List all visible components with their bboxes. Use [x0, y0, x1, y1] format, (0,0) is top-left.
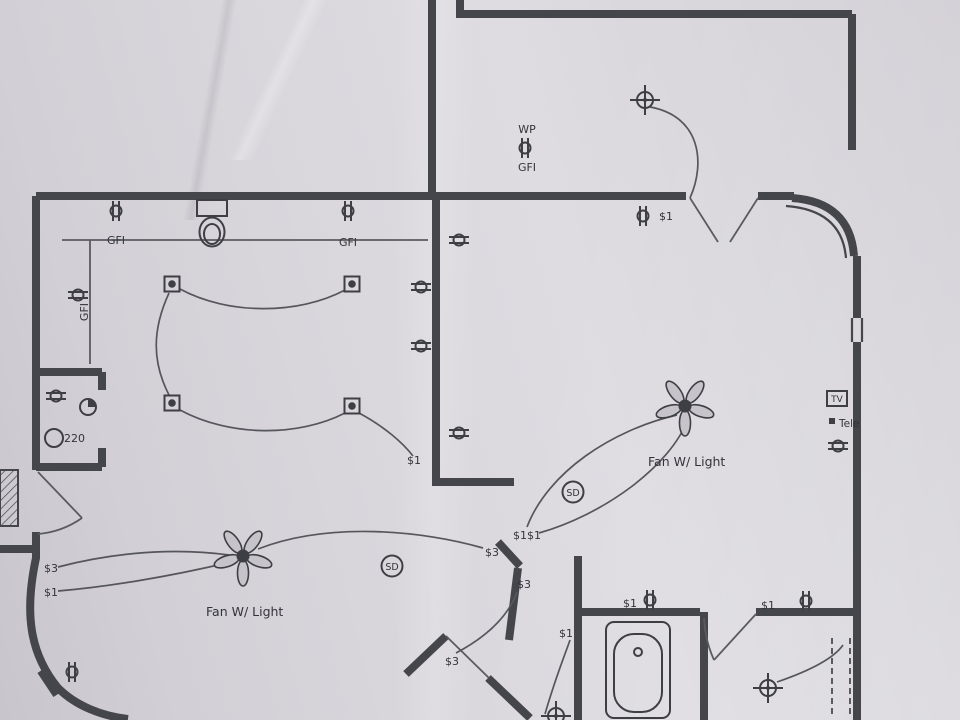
labels-layer: WP GFI GFI GFI GFI 220 $1 $1 $1 $1 $1 $1…	[44, 123, 859, 668]
gfi-outlet-icon	[341, 200, 355, 222]
doors	[37, 197, 759, 679]
switch-label: $1	[44, 586, 58, 599]
outlet-icon	[448, 233, 470, 247]
door-leaf	[689, 197, 719, 243]
outlet-icon	[109, 200, 123, 222]
gfi-label: GFI	[518, 161, 536, 174]
door-swing	[703, 613, 757, 661]
outlet-icon	[643, 589, 657, 611]
outlet-220-label: 220	[64, 432, 85, 445]
outlet-icon	[410, 339, 432, 353]
recessed-light-icon	[163, 394, 181, 412]
switch-label: $3	[517, 578, 531, 591]
gfi-label: GFI	[339, 236, 357, 249]
interior-lines	[0, 199, 851, 719]
recessed-light-icon	[343, 397, 361, 415]
tele-label: Tele	[838, 418, 859, 430]
fan-label: Fan W/ Light	[206, 604, 283, 619]
door-leaf	[729, 197, 759, 243]
switch-label: $1	[559, 627, 573, 640]
fixtures	[44, 84, 849, 720]
recessed-light-icon	[343, 275, 361, 293]
tv-label: TV	[830, 395, 843, 405]
wp-label: WP	[518, 123, 536, 136]
tele-jack-icon	[829, 418, 835, 424]
switch-label: $1	[761, 599, 775, 612]
switch-label: $1$1	[513, 529, 541, 542]
switch-label: $1	[623, 597, 637, 610]
outlet-icon	[65, 661, 79, 683]
wp-gfi-outlet-icon	[518, 137, 532, 159]
outlet-icon	[827, 439, 849, 453]
switch-label: $1	[407, 454, 421, 467]
recessed-light-icon	[163, 275, 181, 293]
ceiling-light-icon	[629, 84, 661, 116]
bathtub	[605, 621, 671, 719]
outlet-220-icon	[44, 428, 64, 448]
ceiling-fan-icon	[211, 527, 275, 587]
door-swing	[37, 471, 83, 535]
switch-label: $1	[659, 210, 673, 223]
fan-label: Fan W/ Light	[648, 454, 725, 469]
outlet-icon	[45, 389, 67, 403]
tv-jack-icon	[826, 390, 848, 407]
gfi-label: GFI	[78, 303, 91, 321]
special-outlet-icon	[79, 398, 97, 416]
ceiling-fan-icon	[653, 377, 717, 437]
smoke-detector-label: SD	[385, 562, 398, 573]
electrical-panel	[0, 469, 19, 527]
smoke-detector-label: SD	[566, 488, 579, 499]
toilet	[196, 199, 228, 248]
outlet-icon	[410, 280, 432, 294]
switch-label: $3	[445, 655, 459, 668]
door-leaf	[445, 635, 490, 679]
gfi-outlet-icon	[67, 288, 89, 302]
gfi-label: GFI	[107, 234, 125, 247]
switch-label: $3	[485, 546, 499, 559]
outlet-icon	[636, 205, 650, 227]
ceiling-light-icon	[752, 672, 784, 704]
outlet-icon	[448, 426, 470, 440]
wiring-curves	[57, 106, 844, 715]
walls	[0, 0, 864, 720]
switch-label: $3	[44, 562, 58, 575]
